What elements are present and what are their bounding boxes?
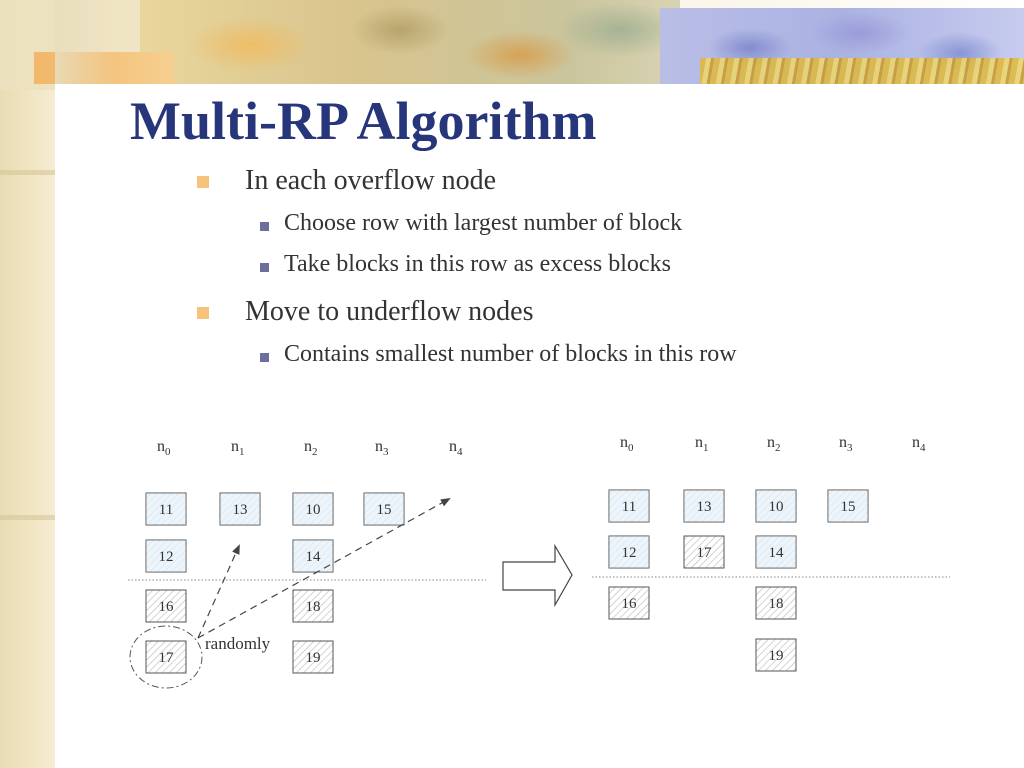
transition-arrow-icon [502, 543, 573, 608]
node-label-before-4: n4 [449, 438, 463, 458]
block-after-16: 16 [608, 586, 650, 620]
block-before-13: 13 [219, 492, 261, 526]
block-before-11: 11 [145, 492, 187, 526]
block-before-10: 10 [292, 492, 334, 526]
block-after-14: 14 [755, 535, 797, 569]
block-before-19: 19 [292, 640, 334, 674]
node-label-before-2: n2 [304, 438, 318, 458]
block-after-19: 19 [755, 638, 797, 672]
block-value-after-12: 12 [622, 545, 637, 561]
block-after-13: 13 [683, 489, 725, 523]
block-value-before-18: 18 [306, 599, 321, 615]
node-label-after-2: n2 [767, 434, 781, 454]
decorative-grass-strip [700, 58, 1024, 84]
randomly-annotation: randomly [205, 634, 271, 653]
bullet-square-icon [197, 176, 209, 188]
sub-bullet-square-icon [260, 222, 269, 231]
block-value-after-17: 17 [697, 545, 713, 561]
node-label-after-1: n1 [695, 434, 709, 454]
sub-bullet-smallest-blocks: Contains smallest number of blocks in th… [284, 341, 737, 367]
block-value-after-11: 11 [622, 499, 636, 515]
diagram-annotations: randomly [129, 498, 573, 689]
bullet-overflow-node: In each overflow node [245, 165, 497, 196]
block-after-11: 11 [608, 489, 650, 523]
block-value-after-15: 15 [841, 499, 856, 515]
block-after-17: 17 [683, 535, 725, 569]
bullet-square-icon [197, 307, 209, 319]
block-value-after-13: 13 [697, 499, 712, 515]
block-value-before-12: 12 [159, 549, 174, 565]
node-label-after-4: n4 [912, 434, 926, 454]
sub-bullet-take-blocks: Take blocks in this row as excess blocks [284, 251, 671, 277]
block-value-before-17: 17 [159, 650, 175, 666]
block-value-after-14: 14 [769, 545, 785, 561]
node-label-before-0: n0 [157, 438, 171, 458]
block-value-before-15: 15 [377, 502, 392, 518]
node-label-before-3: n3 [375, 438, 389, 458]
block-value-before-16: 16 [159, 599, 175, 615]
sub-bullet-square-icon [260, 263, 269, 272]
decorative-leaf-collage [140, 0, 680, 85]
decorative-left-band [0, 0, 55, 768]
dashed-arrow-to-n1 [197, 544, 240, 639]
node-label-before-1: n1 [231, 438, 245, 458]
block-value-after-16: 16 [622, 596, 638, 612]
diagram-after-panel: n0 n1 n2 n3 n4 11 12 16 13 17 10 14 18 19 15 [592, 434, 950, 672]
node-label-after-0: n0 [620, 434, 634, 454]
block-value-before-10: 10 [306, 502, 321, 518]
block-after-12: 12 [608, 535, 650, 569]
block-value-before-13: 13 [233, 502, 248, 518]
block-after-18: 18 [755, 586, 797, 620]
diagram-before-panel: n0 n1 n2 n3 n4 11 12 16 17 13 10 14 18 19 15 [128, 438, 486, 674]
block-before-16: 16 [145, 589, 187, 623]
block-value-before-11: 11 [159, 502, 173, 518]
block-after-15: 15 [827, 489, 869, 523]
block-value-after-10: 10 [769, 499, 784, 515]
sub-bullet-choose-row: Choose row with largest number of block [284, 210, 683, 236]
slide-title: Multi-RP Algorithm [130, 91, 597, 151]
block-before-18: 18 [292, 589, 334, 623]
bullet-move-underflow: Move to underflow nodes [245, 296, 534, 327]
block-value-after-19: 19 [769, 648, 784, 664]
selected-block-circle [129, 625, 203, 689]
slide-content-area [55, 84, 1024, 768]
block-value-before-14: 14 [306, 549, 322, 565]
block-after-10: 10 [755, 489, 797, 523]
block-before-15: 15 [363, 492, 405, 526]
block-before-12: 12 [145, 539, 187, 573]
node-label-after-3: n3 [839, 434, 853, 454]
block-before-17: 17 [145, 640, 187, 674]
block-value-after-18: 18 [769, 596, 784, 612]
block-value-before-19: 19 [306, 650, 321, 666]
sub-bullet-square-icon [260, 353, 269, 362]
